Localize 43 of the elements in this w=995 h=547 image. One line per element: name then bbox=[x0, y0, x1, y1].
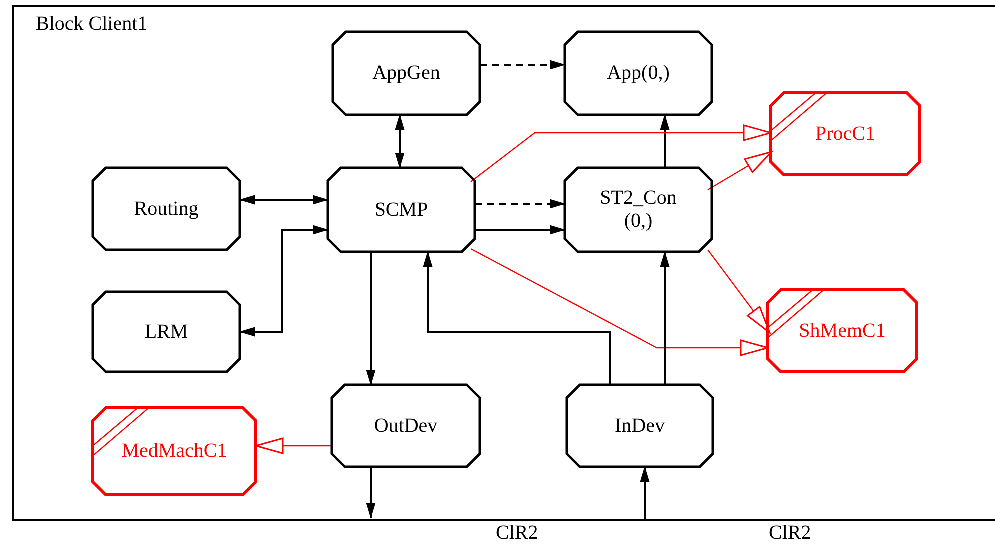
component-box bbox=[93, 408, 256, 495]
process-box bbox=[567, 385, 713, 467]
node-label: App(0,) bbox=[607, 62, 670, 85]
arrow bbox=[660, 114, 670, 168]
process-box bbox=[565, 32, 712, 115]
arrow bbox=[470, 248, 769, 356]
node-label: ShMemC1 bbox=[799, 320, 886, 342]
component-box bbox=[768, 290, 917, 372]
node-label: AppGen bbox=[372, 62, 440, 85]
arrow bbox=[255, 438, 332, 454]
process-box bbox=[328, 168, 475, 252]
arrow bbox=[423, 251, 611, 385]
node-label: OutDev bbox=[374, 414, 438, 438]
node-label: InDev bbox=[615, 414, 665, 438]
arrow bbox=[640, 466, 650, 520]
arrow bbox=[366, 467, 376, 519]
node-label: MedMachC1 bbox=[122, 440, 228, 463]
block-frame bbox=[12, 5, 995, 521]
process-box bbox=[93, 168, 240, 250]
arrow bbox=[475, 199, 566, 209]
arrow bbox=[708, 250, 771, 334]
arrow bbox=[480, 60, 566, 70]
process-box bbox=[333, 32, 480, 115]
arrow bbox=[660, 251, 670, 385]
arrow bbox=[366, 252, 376, 386]
arrow bbox=[239, 195, 329, 205]
arrow bbox=[395, 114, 405, 169]
process-box bbox=[93, 292, 240, 372]
node-label: LRM bbox=[144, 320, 188, 344]
node-label: ST2_Con (0,) bbox=[599, 187, 678, 233]
component-box bbox=[771, 93, 920, 175]
node-label: Routing bbox=[134, 198, 199, 220]
block-title: Block Client1 bbox=[36, 13, 148, 36]
arrow bbox=[475, 225, 566, 235]
node-label: ProcC1 bbox=[816, 122, 876, 146]
arrow bbox=[708, 151, 773, 191]
node-label: SCMP bbox=[374, 198, 428, 222]
process-box bbox=[565, 168, 712, 252]
port-label: ClR2 bbox=[496, 522, 538, 545]
arrow bbox=[239, 225, 329, 337]
port-label: ClR2 bbox=[769, 522, 812, 545]
process-box bbox=[332, 385, 480, 467]
arrow bbox=[470, 124, 772, 182]
